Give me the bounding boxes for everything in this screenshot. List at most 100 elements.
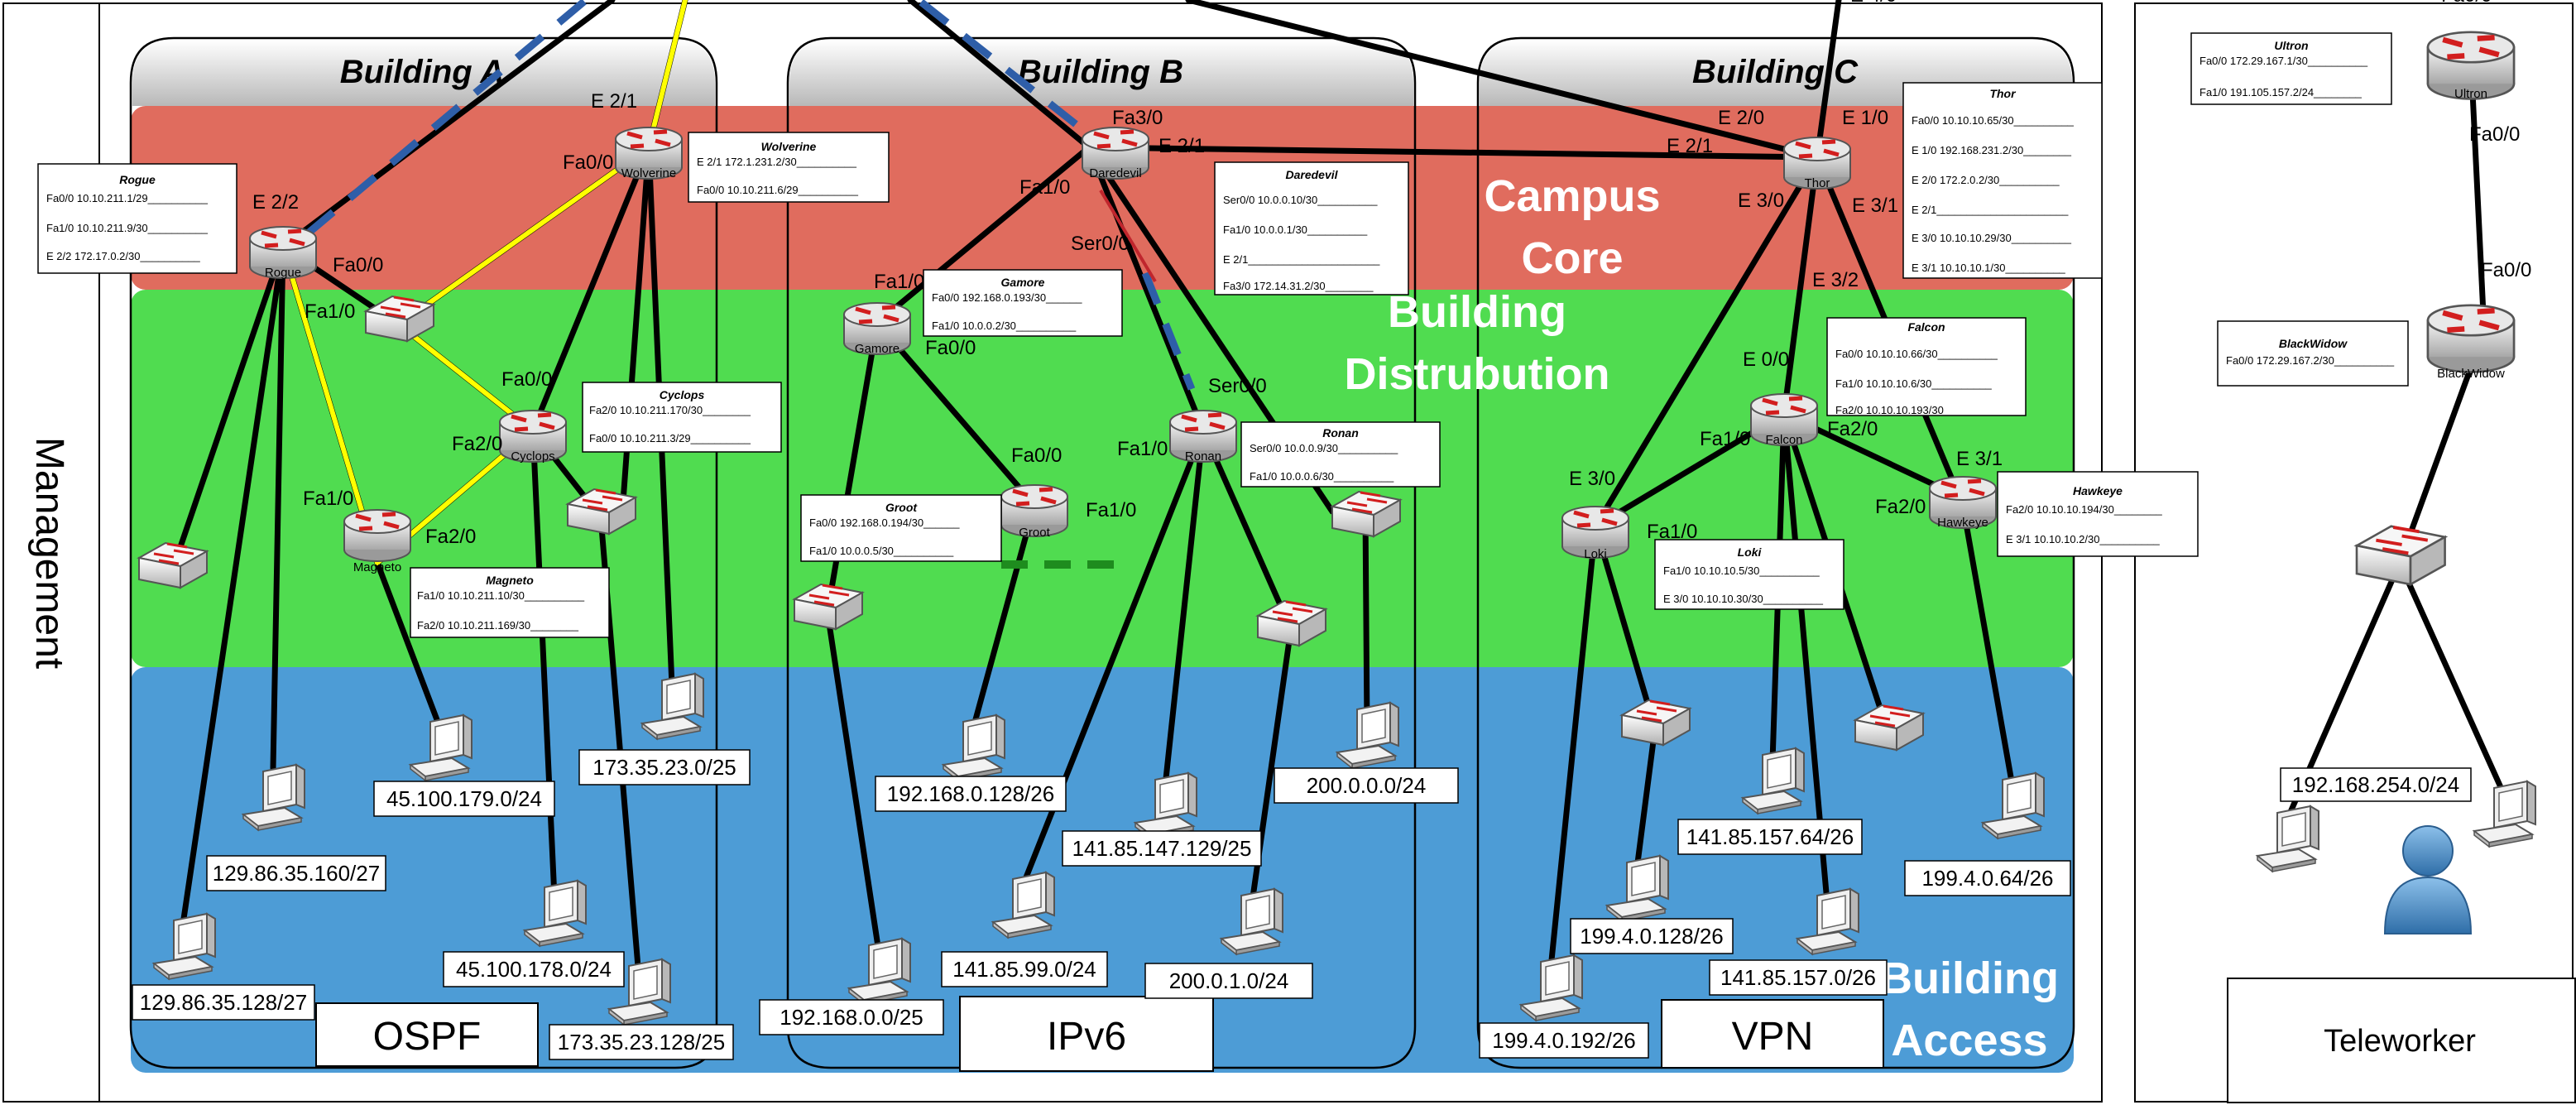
svg-text:Rogue: Rogue [119,173,156,186]
router-groot-label: Groot [1019,526,1050,540]
port-label: Fa1/0 [305,300,355,323]
network-label: 199.4.0.64/26 [1921,866,2053,891]
network-label: 129.86.35.128/27 [140,990,307,1015]
router-blackwidow[interactable] [2428,305,2514,372]
network-label: 173.35.23.128/25 [558,1030,725,1055]
port-label: Fa0/0 [2469,123,2520,146]
serial-link-accent [1099,189,1157,283]
network-label: 192.168.0.0/25 [780,1005,923,1030]
port-label: Fa3/0 [1112,107,1163,129]
port-label: Fa1/0 [1117,438,1168,460]
port-label: Fa2/0 [1827,418,1878,440]
svg-text:Falcon: Falcon [1907,320,1945,334]
port-label: Fa0/0 [925,337,976,359]
svg-text:Ser0/0 10.0.0.9/30__________: Ser0/0 10.0.0.9/30__________ [1250,442,1398,454]
building-a-tab [132,40,715,106]
port-label: E 4/0 [1850,0,1897,7]
svg-text:Ultron: Ultron [2274,39,2308,52]
user-icon [2383,825,2473,934]
network-label: 192.168.0.128/26 [887,781,1054,806]
svg-text:Groot: Groot [885,501,918,514]
svg-text:Fa1/0 10.0.0.5/30__________: Fa1/0 10.0.0.5/30__________ [809,545,954,557]
port-label: Fa0/0 [563,151,613,174]
port-label: E 2/1 [1667,135,1713,157]
vpn-box [1661,999,1884,1069]
svg-text:Fa1/0 10.10.211.10/30_________: Fa1/0 10.10.211.10/30__________ [417,589,585,602]
teleworker-label: Teleworker [2324,1024,2476,1059]
router-magneto[interactable] [344,510,410,561]
svg-text:Fa0/0 192.168.0.193/30______: Fa0/0 192.168.0.193/30______ [932,291,1082,304]
router-daredevil-label: Daredevil [1089,166,1141,180]
building-a-title: Building A [340,54,504,90]
building-access-label-1: Building [1880,954,2059,1003]
svg-text:Fa1/0 10.0.0.2/30__________: Fa1/0 10.0.0.2/30__________ [932,319,1077,332]
building-a-outline [129,36,718,1069]
svg-text:Fa0/0 10.10.211.1/29__________: Fa0/0 10.10.211.1/29__________ [46,192,209,204]
svg-text:Fa0/0 10.10.10.66/30__________: Fa0/0 10.10.10.66/30__________ [1835,348,1998,360]
config-box-magneto: Magneto Fa1/0 10.10.211.10/30__________ … [410,567,610,638]
network-label: 199.4.0.128/26 [1580,924,1724,949]
svg-text:Magneto: Magneto [486,574,534,587]
svg-text:Fa2/0 10.10.211.170/30________: Fa2/0 10.10.211.170/30________ [589,404,751,416]
network-label: 173.35.23.0/25 [592,755,736,780]
teleworker-box [2227,978,2576,1103]
port-label: E 0/0 [1743,348,1789,371]
svg-text:Gamore: Gamore [1001,276,1045,289]
router-gamore-label: Gamore [855,342,899,356]
config-box-wolverine: Wolverine E 2/1 172.1.231.2/30__________… [688,132,890,203]
router-magneto-label: Magneto [353,560,401,574]
config-box-ronan: Ronan Ser0/0 10.0.0.9/30__________ Fa1/0… [1240,421,1441,488]
config-box-daredevil: Daredevil Ser0/0 10.0.0.10/30__________ … [1214,161,1409,295]
svg-text:Fa3/0 172.14.31.2/30________: Fa3/0 172.14.31.2/30________ [1223,280,1374,292]
config-box-thor: Thor Fa0/0 10.10.10.65/30__________ E 1/… [1902,82,2103,279]
svg-text:Fa2/0 10.10.10.194/30________: Fa2/0 10.10.10.194/30________ [2006,503,2162,516]
svg-text:E 2/1______________________: E 2/1______________________ [1223,253,1380,266]
svg-text:Fa1/0 191.105.157.2/24________: Fa1/0 191.105.157.2/24________ [2199,86,2363,98]
port-label: Fa1/0 [303,488,353,510]
svg-text:Wolverine: Wolverine [761,140,817,153]
config-box-gamore: Gamore Fa0/0 192.168.0.193/30______ Fa1/… [923,269,1123,337]
svg-text:Fa0/0 192.168.0.194/30______: Fa0/0 192.168.0.194/30______ [809,516,960,529]
svg-text:BlackWidow: BlackWidow [2279,337,2348,350]
svg-text:Fa1/0 10.10.10.6/30__________: Fa1/0 10.10.10.6/30__________ [1835,377,1992,390]
config-box-loki: Loki Fa1/0 10.10.10.5/30__________ E 3/0… [1654,539,1844,610]
svg-text:Fa2/0 10.10.211.169/30________: Fa2/0 10.10.211.169/30________ [417,619,579,632]
port-label: E 3/2 [1812,269,1859,291]
port-label: E 3/1 [1956,448,2003,470]
network-label: 45.100.178.0/24 [456,957,612,982]
config-box-falcon: Falcon Fa0/0 10.10.10.66/30__________ Fa… [1826,317,2027,416]
port-label: Fa0/0 [333,254,383,276]
svg-text:Fa0/0 10.10.10.65/30__________: Fa0/0 10.10.10.65/30__________ [1912,114,2075,127]
router-falcon-label: Falcon [1765,433,1802,447]
config-box-groot: Groot Fa0/0 192.168.0.194/30______ Fa1/0… [800,494,1002,562]
svg-text:Fa2/0 10.10.10.193/30________: Fa2/0 10.10.10.193/30________ [1835,404,1992,416]
port-label: E 2/2 [252,191,299,214]
router-ultron-label: Ultron [2454,87,2487,101]
svg-text:Hawkeye: Hawkeye [2073,484,2123,497]
dashed-blue-links [305,0,1196,391]
port-label: E 3/0 [1738,190,1784,212]
ospf-box [315,1002,539,1067]
management-label: Management [27,437,71,669]
config-box-hawkeye: Hawkeye Fa2/0 10.10.10.194/30________ E … [1997,471,2199,557]
router-ronan-label: Ronan [1185,449,1221,464]
campus-core-label-1: Campus [1484,171,1660,221]
building-access-label-2: Access [1891,1016,2047,1065]
svg-text:E 2/1______________________: E 2/1______________________ [1912,204,2069,216]
port-label: Fa2/0 [425,526,476,548]
port-label: E 3/1 [1852,195,1898,217]
port-label: E 2/1 [591,90,637,113]
svg-text:E 2/2 172.17.0.2/30__________: E 2/2 172.17.0.2/30__________ [46,250,201,262]
building-distribution-label-1: Building [1388,287,1566,337]
network-label: 199.4.0.192/26 [1492,1028,1636,1053]
svg-text:Fa1/0 10.10.10.5/30__________: Fa1/0 10.10.10.5/30__________ [1663,565,1820,577]
network-label: 200.0.0.0/24 [1307,773,1427,798]
svg-text:Ronan: Ronan [1322,426,1359,440]
svg-text:Loki: Loki [1738,545,1763,559]
svg-text:Thor: Thor [1989,87,2017,100]
config-box-blackwidow: BlackWidow Fa0/0 172.29.167.2/30________… [2217,320,2409,387]
svg-text:E 2/0 172.2.0.2/30__________: E 2/0 172.2.0.2/30__________ [1912,174,2060,186]
building-b-tab [789,40,1413,106]
teleworker-panel [2134,2,2574,1103]
